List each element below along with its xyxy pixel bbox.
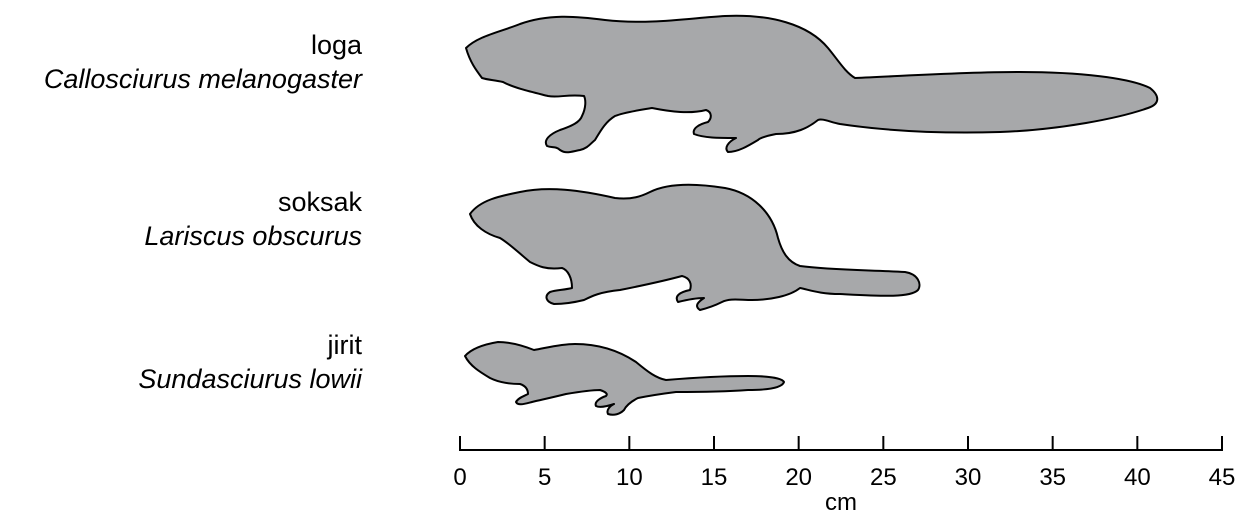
squirrel-silhouette-jirit (465, 342, 784, 415)
scale-tick-label: 25 (870, 464, 897, 491)
scale-tick-label: 30 (955, 464, 982, 491)
scale-ticks: 0 5 10 15 20 25 30 35 40 45 (453, 436, 1235, 491)
scale-tick-label: 0 (453, 464, 466, 491)
scale-tick-label: 15 (701, 464, 728, 491)
scale-tick-label: 20 (785, 464, 812, 491)
squirrel-silhouette-loga (466, 16, 1157, 153)
scale-unit-label: cm (825, 489, 857, 516)
scale-tick-label: 35 (1039, 464, 1066, 491)
scale-tick-label: 40 (1124, 464, 1151, 491)
squirrel-silhouette-soksak (470, 185, 919, 310)
scale-tick-label: 5 (538, 464, 551, 491)
scale-tick-label: 10 (616, 464, 643, 491)
scale-tick-label: 45 (1209, 464, 1236, 491)
